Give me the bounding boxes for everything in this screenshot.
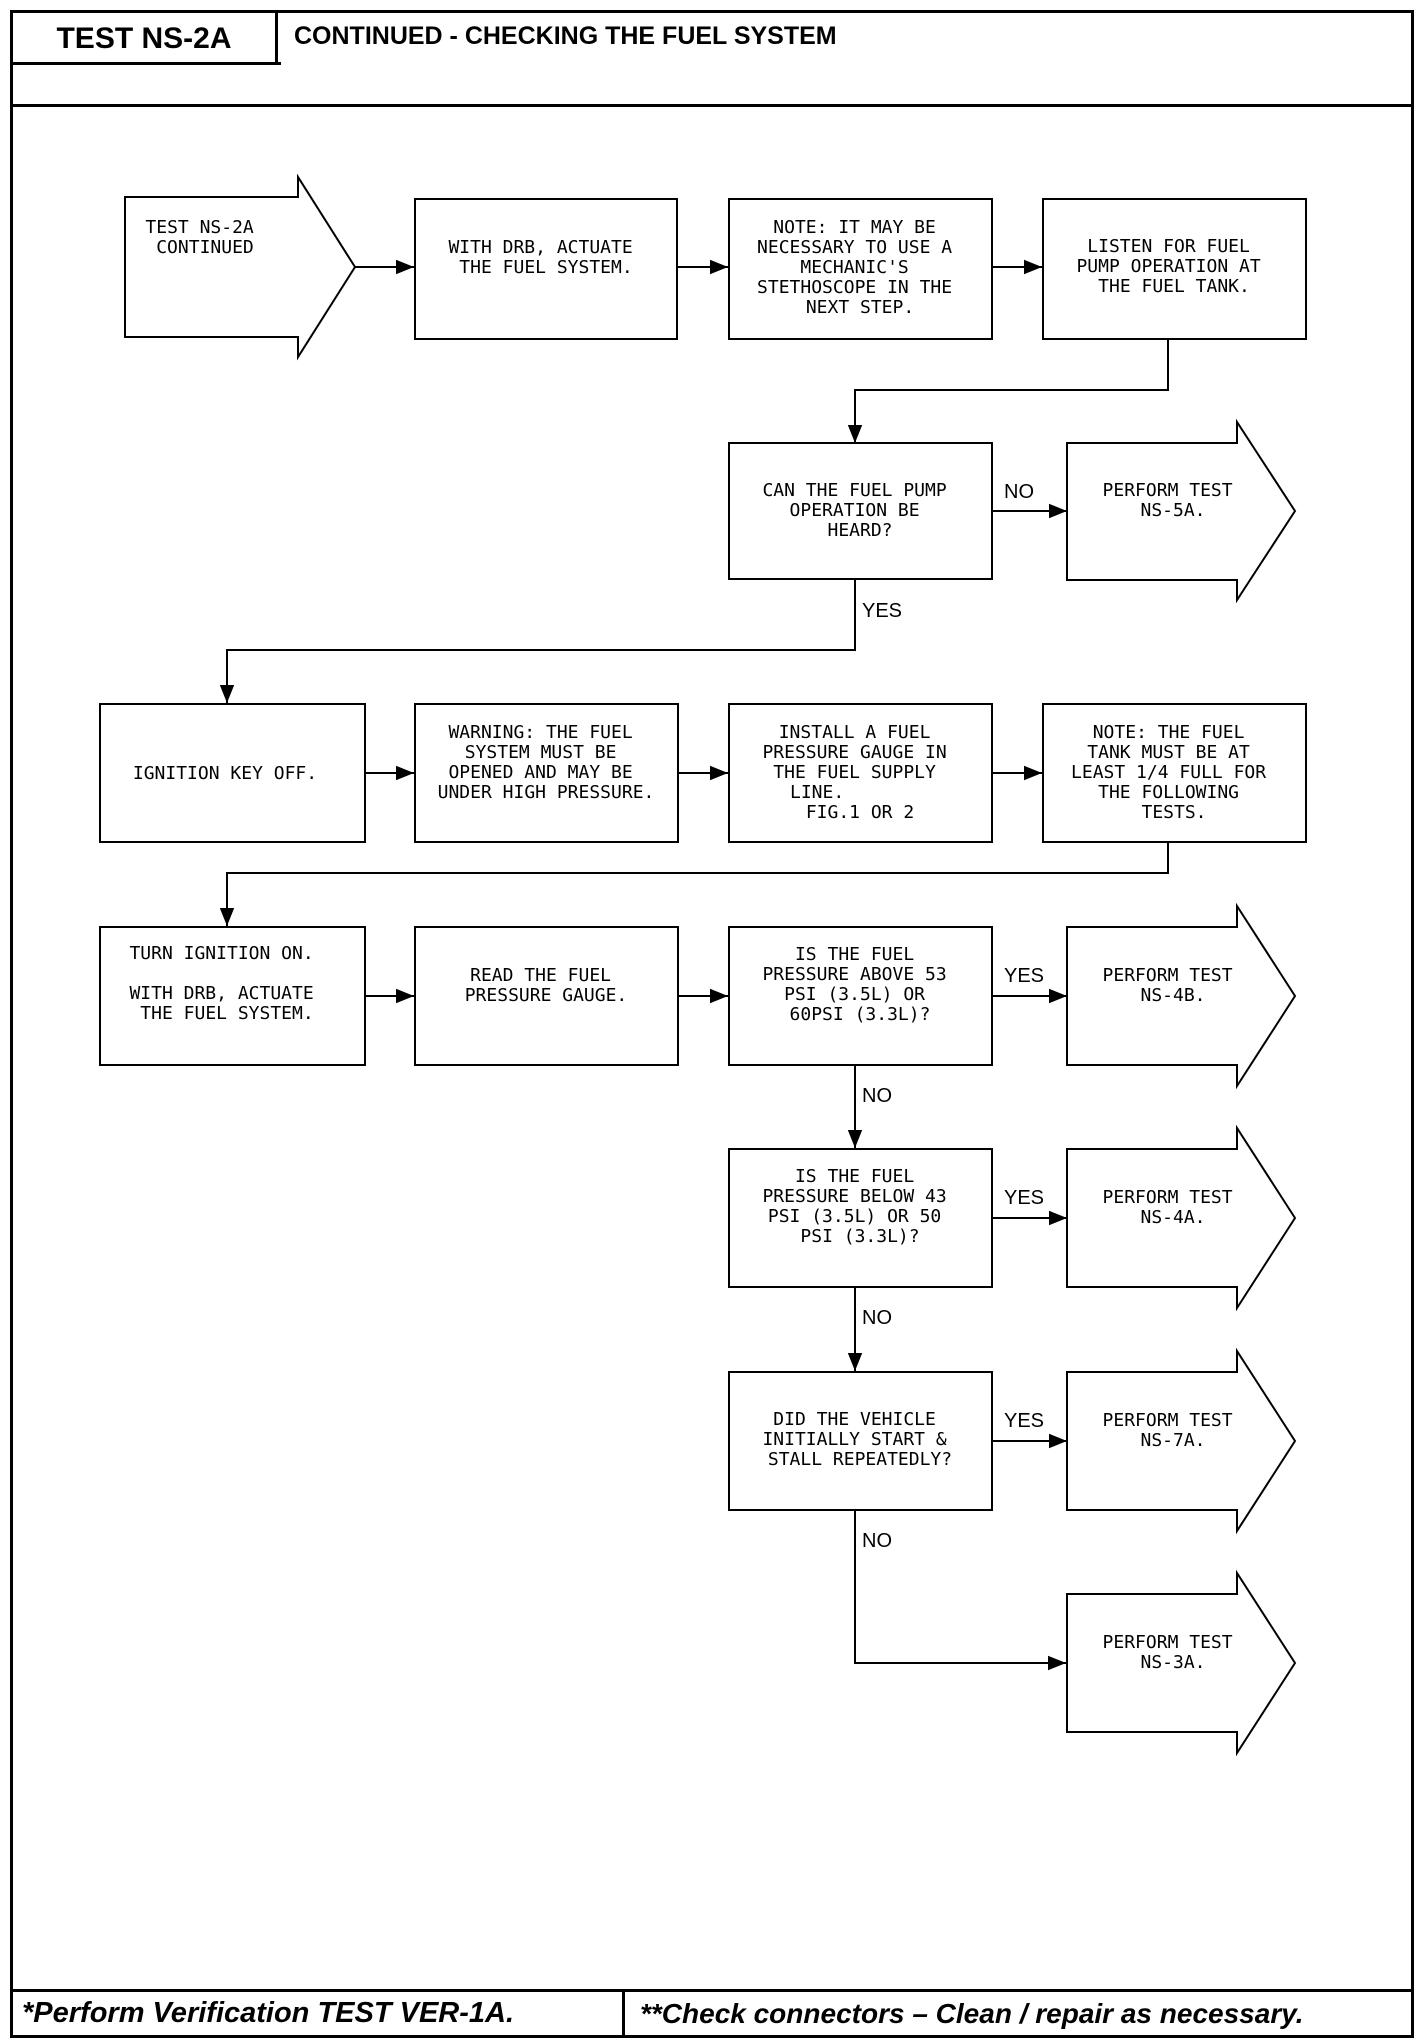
no-label-stall: NO — [862, 1530, 892, 1552]
note-stethoscope-box — [728, 198, 993, 340]
test-3a-arrow-shape — [1066, 1569, 1297, 1757]
start-arrow-shape — [124, 173, 357, 361]
test-5a-arrow-shape — [1066, 418, 1297, 604]
q-below-text: IS THE FUEL PRESSURE BELOW 43 PSI (3.5L)… — [762, 1166, 957, 1247]
note-stethoscope-text: NOTE: IT MAY BE NECESSARY TO USE A MECHA… — [757, 217, 963, 318]
footer-split — [622, 1989, 625, 2038]
no-label-below: NO — [862, 1307, 892, 1329]
yes-label-below: YES — [1004, 1187, 1044, 1209]
footer-divider — [10, 1989, 1414, 1992]
test-id: TEST NS-2A — [13, 13, 278, 65]
footer-left-note: *Perform Verification TEST VER-1A. — [22, 1997, 515, 2029]
note-tank-text: NOTE: THE FUEL TANK MUST BE AT LEAST 1/4… — [1071, 722, 1277, 823]
test-7a-text: PERFORM TEST NS-7A. — [1103, 1410, 1244, 1451]
page-frame — [10, 10, 1414, 2038]
test-5a-text: PERFORM TEST NS-5A. — [1103, 480, 1244, 521]
note-tank-box — [1042, 703, 1307, 843]
footer-right-note: **Check connectors – Clean / repair as n… — [640, 1997, 1304, 2029]
ignition-off-text: IGNITION KEY OFF. — [133, 763, 317, 784]
install-gauge-text: INSTALL A FUEL PRESSURE GAUGE IN THE FUE… — [762, 722, 957, 823]
test-4a-arrow-shape — [1066, 1124, 1297, 1312]
yes-label-pump: YES — [862, 600, 902, 622]
test-4a-text: PERFORM TEST NS-4A. — [1103, 1187, 1244, 1228]
test-3a-text: PERFORM TEST NS-3A. — [1103, 1632, 1244, 1673]
yes-label-above: YES — [1004, 965, 1044, 987]
header-divider — [10, 104, 1414, 107]
test-4b-arrow-shape — [1066, 902, 1297, 1090]
no-label-above: NO — [862, 1085, 892, 1107]
listen-box — [1042, 198, 1307, 340]
test-7a-arrow-shape — [1066, 1347, 1297, 1535]
page-title: CONTINUED - CHECKING THE FUEL SYSTEM — [294, 21, 837, 50]
actuate-text: WITH DRB, ACTUATE THE FUEL SYSTEM. — [448, 237, 643, 278]
q-above-text: IS THE FUEL PRESSURE ABOVE 53 PSI (3.5L)… — [762, 944, 957, 1025]
pump-question-text: CAN THE FUEL PUMP OPERATION BE HEARD? — [762, 480, 957, 541]
listen-text: LISTEN FOR FUEL PUMP OPERATION AT THE FU… — [1076, 236, 1271, 297]
turn-on-text: TURN IGNITION ON. WITH DRB, ACTUATE THE … — [129, 943, 324, 1024]
q-stall-text: DID THE VEHICLE INITIALLY START & STALL … — [762, 1409, 957, 1470]
read-gauge-text: READ THE FUEL PRESSURE GAUGE. — [465, 965, 628, 1006]
warning-text: WARNING: THE FUEL SYSTEM MUST BE OPENED … — [438, 722, 655, 803]
no-label-pump: NO — [1004, 481, 1034, 503]
start-text: TEST NS-2A CONTINUED — [145, 217, 264, 258]
test-4b-text: PERFORM TEST NS-4B. — [1103, 965, 1244, 1006]
actuate-box — [414, 198, 678, 340]
yes-label-stall: YES — [1004, 1410, 1044, 1432]
header-test-box-border — [10, 62, 281, 65]
